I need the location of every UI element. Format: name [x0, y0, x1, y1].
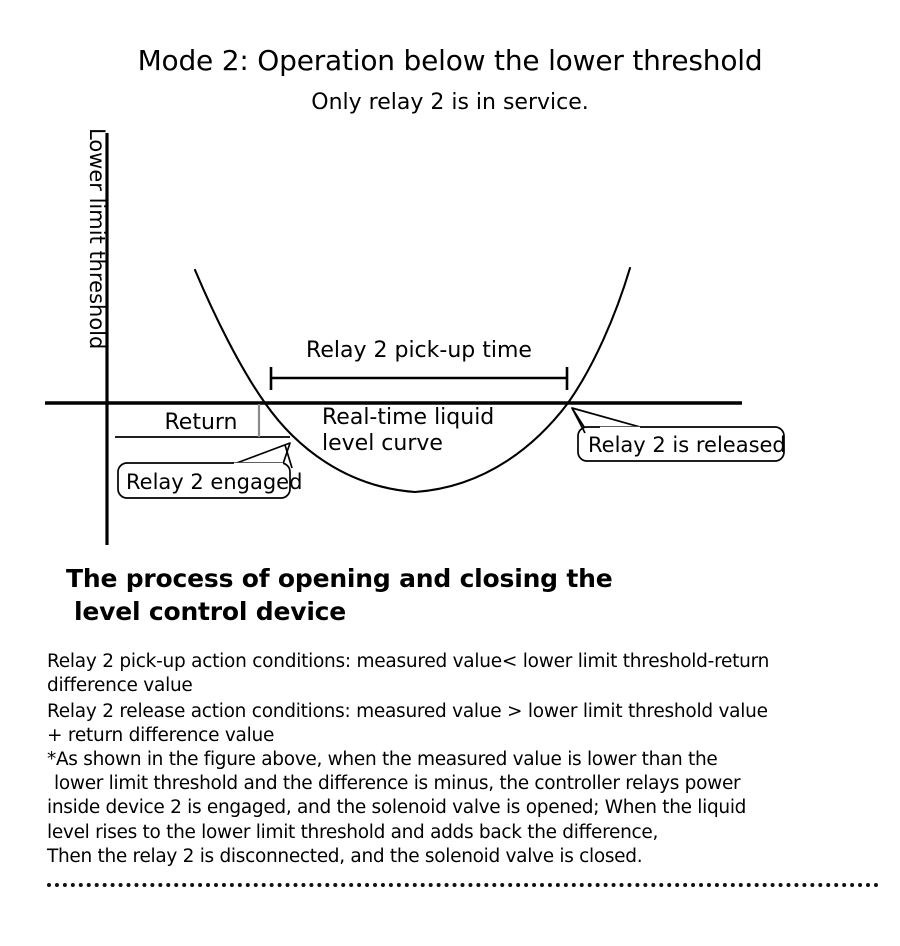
liquid-level-curve: [193, 266, 632, 494]
release-condition-line1: Relay 2 release action conditions: measu…: [47, 701, 768, 723]
note-line1: *As shown in the figure above, when the …: [47, 749, 718, 770]
relay-released-callout-box: [577, 426, 785, 462]
relay-engaged-callout: Relay 2 engaged: [117, 442, 302, 499]
return-label: Return: [164, 410, 237, 435]
relay-released-callout: Relay 2 is released: [571, 407, 786, 462]
note-line4: level rises to the lower limit threshold…: [47, 821, 659, 843]
relay-released-label: Relay 2 is released: [588, 433, 786, 457]
section-heading-line2: level control device: [74, 597, 347, 626]
conditions-block: Relay 2 pick-up action conditions: measu…: [47, 650, 887, 748]
section-heading-line1: The process of opening and closing the: [66, 564, 613, 593]
y-axis-label: Lower limit threshold: [85, 128, 109, 349]
level-control-figure: Lower limit threshold Relay 2 pick-up ti…: [45, 128, 786, 545]
footer-divider: [47, 883, 879, 887]
note-line3: inside device 2 is engaged, and the sole…: [47, 797, 747, 819]
relay-engaged-label: Relay 2 engaged: [126, 470, 302, 494]
curve-label-line1: Real-time liquid: [322, 405, 494, 430]
note-line2: lower limit threshold and the difference…: [54, 773, 741, 795]
note-block: *As shown in the figure above, when the …: [47, 748, 892, 869]
pickup-condition-line1: Relay 2 pick-up action conditions: measu…: [47, 651, 770, 672]
pickup-time-label: Relay 2 pick-up time: [306, 338, 532, 363]
pickup-condition-line2: difference value: [47, 674, 193, 696]
relay-engaged-callout-box: [117, 462, 291, 499]
curve-label-line2: level curve: [322, 431, 443, 456]
page-subtitle: Only relay 2 is in service.: [311, 90, 589, 115]
relay-engaged-callout-tail: [233, 442, 291, 465]
release-condition-line2: + return difference value: [47, 725, 275, 747]
pickup-time-bracket: [269, 367, 569, 390]
return-span: [115, 404, 290, 438]
page-title: Mode 2: Operation below the lower thresh…: [137, 44, 763, 77]
section-heading: The process of opening and closing the l…: [66, 562, 866, 628]
note-line5: Then the relay 2 is disconnected, and th…: [47, 845, 643, 867]
